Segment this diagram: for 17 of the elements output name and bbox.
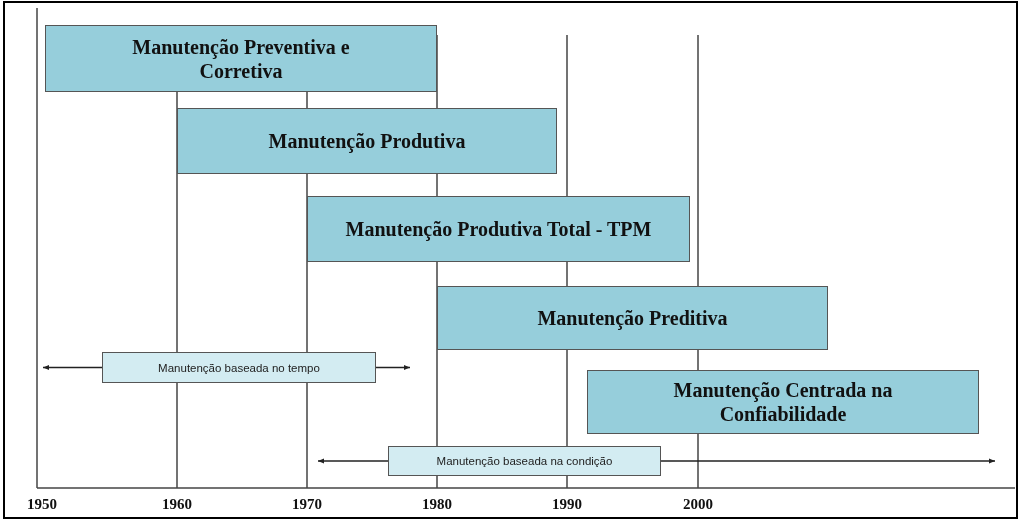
year-label: 1980 (422, 496, 452, 513)
period-box: Manutenção Preventiva e Corretiva (45, 25, 437, 92)
arrow (375, 365, 411, 370)
period-box: Manutenção Produtiva (177, 108, 557, 174)
year-label: 1960 (162, 496, 192, 513)
year-label: 1990 (552, 496, 582, 513)
period-box: Manutenção Preditiva (437, 286, 828, 350)
span-box: Manutenção baseada no tempo (102, 352, 376, 383)
year-label: 1970 (292, 496, 322, 513)
year-label: 2000 (683, 496, 713, 513)
span-box: Manutenção baseada na condição (388, 446, 661, 476)
arrow (317, 458, 389, 464)
year-label: 1950 (27, 496, 57, 513)
period-box: Manutenção Produtiva Total - TPM (307, 196, 690, 262)
arrow (660, 458, 996, 464)
arrow (42, 365, 103, 370)
period-box: Manutenção Centrada na Confiabilidade (587, 370, 979, 434)
